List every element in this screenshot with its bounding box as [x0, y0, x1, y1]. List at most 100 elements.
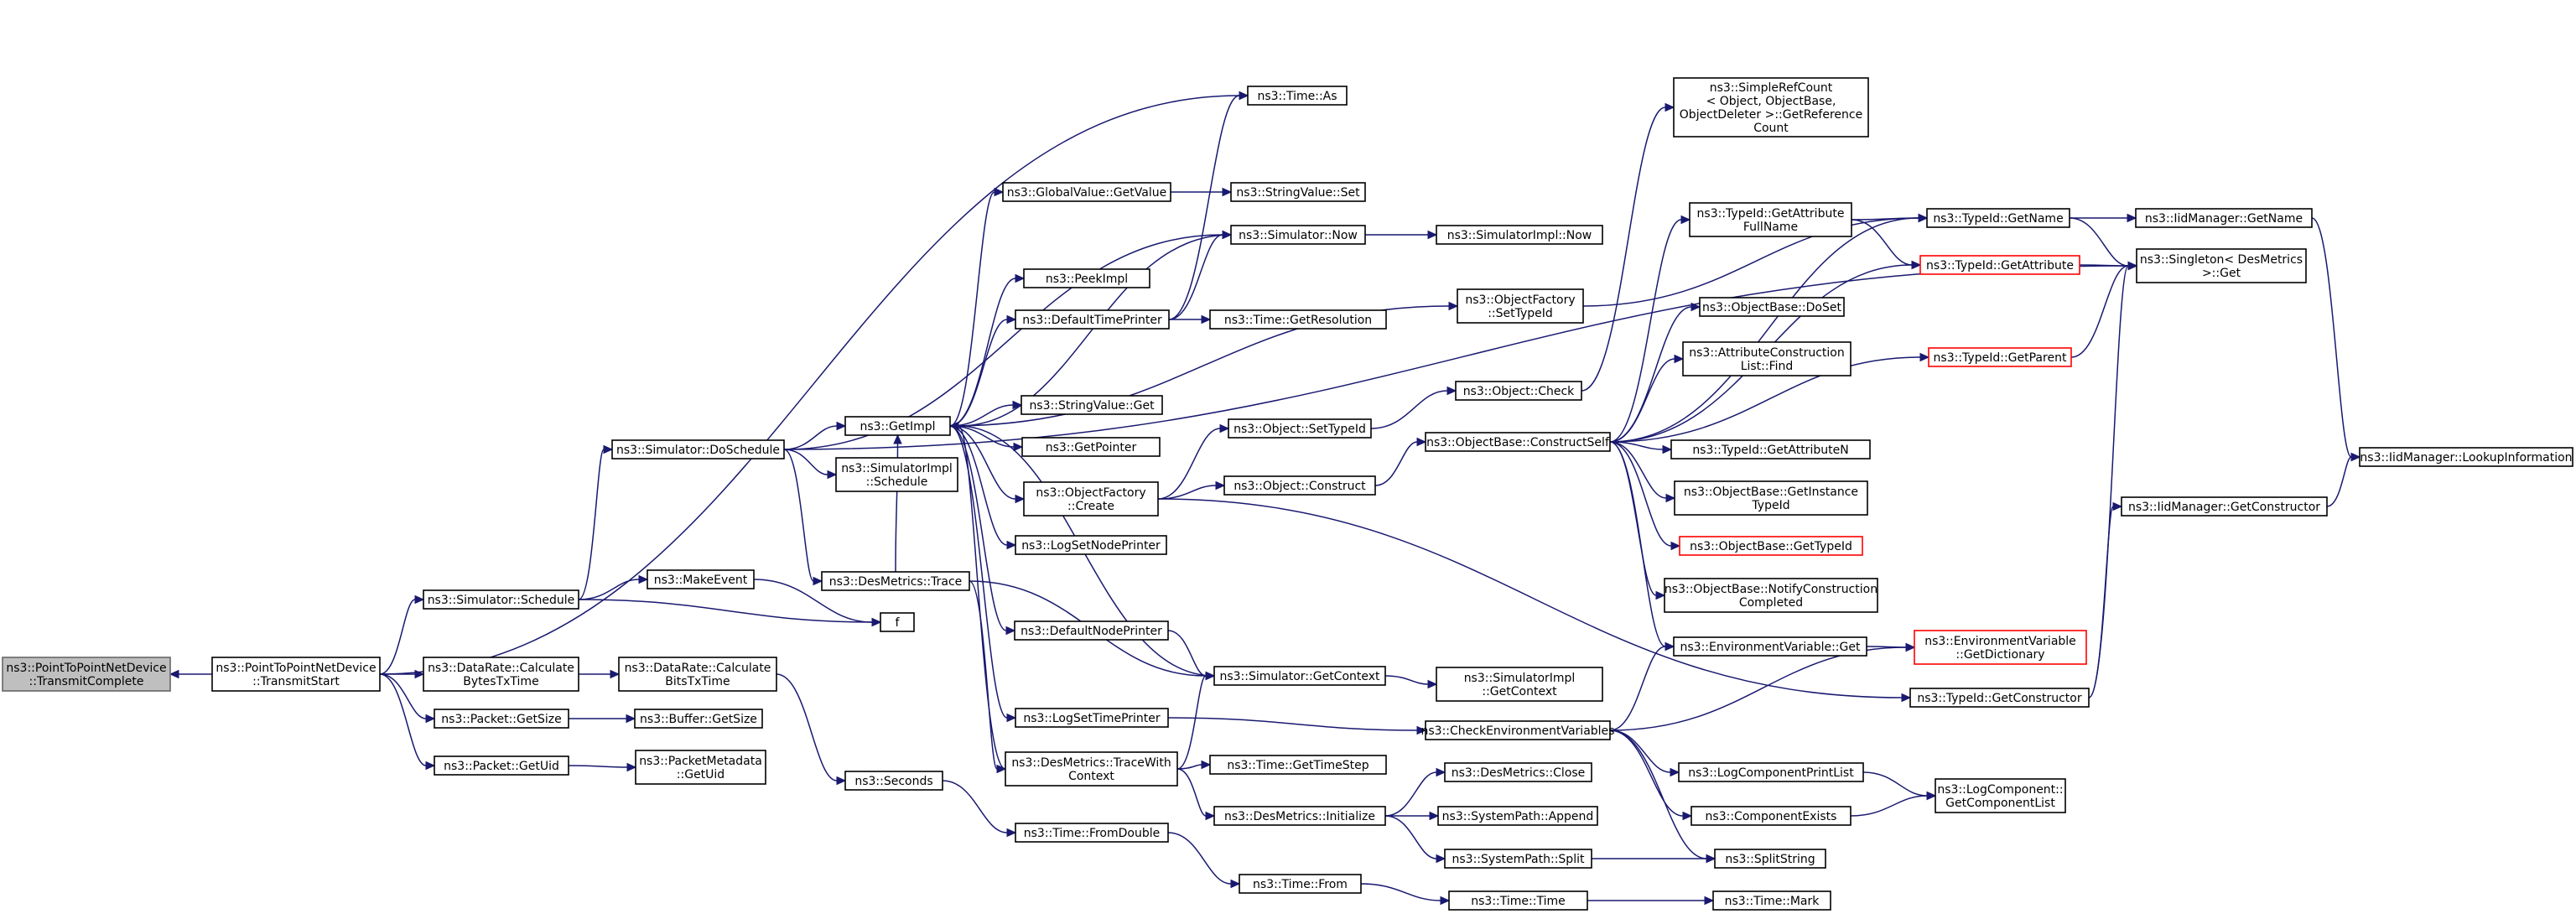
- call-edge: [1370, 386, 1457, 429]
- graph-node[interactable]: ns3::Time::GetTimeStep: [1209, 755, 1387, 775]
- call-edge: [783, 449, 838, 480]
- graph-node[interactable]: ns3::Simulator::GetContext: [1213, 666, 1386, 686]
- edge-layer: [169, 91, 2361, 906]
- graph-node[interactable]: ns3::DefaultTimePrinter: [1015, 309, 1170, 330]
- graph-node[interactable]: ns3::Seconds: [844, 771, 943, 791]
- graph-node[interactable]: ns3::Object::Construct: [1223, 475, 1376, 496]
- node-label: ns3::EnvironmentVariable: [1924, 635, 2076, 648]
- node-box: [1213, 806, 1386, 826]
- graph-node[interactable]: ns3::TypeId::GetAttributeN: [1670, 439, 1871, 460]
- graph-node[interactable]: ns3::IidManager::GetConstructor: [2121, 496, 2328, 517]
- graph-node[interactable]: ns3::DesMetrics::Trace: [821, 571, 970, 591]
- graph-node[interactable]: ns3::SimulatorImpl::Now: [1436, 225, 1603, 245]
- graph-node[interactable]: ns3::Simulator::Schedule: [423, 589, 579, 610]
- node-box: [1928, 347, 2072, 367]
- graph-node[interactable]: ns3::Time::From: [1239, 874, 1362, 894]
- call-edge: [942, 780, 1017, 838]
- graph-node[interactable]: ns3::TypeId::GetConstructor: [1909, 688, 2090, 708]
- node-label: ns3::StringValue::Get: [1029, 399, 1155, 413]
- call-edge: [2070, 213, 2137, 223]
- graph-node[interactable]: ns3::SystemPath::Append: [1437, 806, 1598, 826]
- graph-node[interactable]: ns3::SimpleRefCount< Object, ObjectBase,…: [1673, 77, 1869, 138]
- graph-node[interactable]: ns3::SimulatorImpl::GetContext: [1436, 667, 1603, 702]
- node-box: [1689, 202, 1852, 237]
- graph-node[interactable]: ns3::LogComponent::GetComponentList: [1935, 778, 2066, 813]
- graph-node[interactable]: ns3::TypeId::GetAttribute: [1919, 255, 2080, 275]
- node-box: [844, 771, 943, 791]
- graph-node[interactable]: ns3::StringValue::Set: [1230, 182, 1366, 202]
- graph-node[interactable]: ns3::DefaultNodePrinter: [1014, 620, 1169, 641]
- graph-node[interactable]: ns3::PointToPointNetDevice::TransmitComp…: [2, 657, 171, 692]
- graph-node[interactable]: ns3::Packet::GetSize: [434, 709, 569, 729]
- node-label: ns3::GlobalValue::GetValue: [1007, 186, 1166, 200]
- graph-node[interactable]: ns3::ObjectBase::DoSet: [1699, 297, 1845, 317]
- graph-node[interactable]: ns3::ObjectFactory::Create: [1023, 481, 1159, 517]
- node-label: ns3::Simulator::Schedule: [428, 594, 575, 607]
- graph-node[interactable]: ns3::StringValue::Get: [1021, 395, 1163, 415]
- graph-node[interactable]: ns3::PointToPointNetDevice::TransmitStar…: [211, 657, 381, 692]
- node-label: ns3::PointToPointNetDevice: [216, 662, 376, 675]
- graph-node[interactable]: ns3::GetPointer: [1021, 437, 1161, 457]
- node-box: [1678, 762, 1864, 782]
- graph-node[interactable]: ns3::EnvironmentVariable::Get: [1673, 636, 1867, 657]
- graph-node[interactable]: ns3::Packet::GetUid: [434, 755, 569, 776]
- graph-node[interactable]: ns3::EnvironmentVariable::GetDictionary: [1914, 630, 2087, 665]
- graph-node[interactable]: ns3::Time::Time: [1448, 890, 1588, 911]
- graph-node[interactable]: ns3::PeekImpl: [1023, 268, 1150, 288]
- graph-node[interactable]: ns3::ObjectBase::GetTypeId: [1679, 536, 1863, 556]
- node-label: ns3::TypeId::GetParent: [1934, 351, 2067, 365]
- node-box: [423, 657, 579, 692]
- call-edge: [1157, 498, 1912, 703]
- graph-node[interactable]: ns3::PacketMetadata::GetUid: [635, 750, 766, 785]
- graph-node[interactable]: ns3::Time::As: [1247, 86, 1348, 106]
- graph-node[interactable]: ns3::ObjectBase::ConstructSelf: [1425, 432, 1611, 452]
- node-box: [1673, 636, 1867, 657]
- graph-node[interactable]: ns3::ObjectFactory::SetTypeId: [1457, 288, 1584, 324]
- call-edge: [1609, 729, 1716, 864]
- graph-node[interactable]: ns3::Time::FromDouble: [1015, 823, 1169, 843]
- graph-node[interactable]: ns3::Simulator::DoSchedule: [611, 439, 785, 460]
- graph-node[interactable]: ns3::Object::SetTypeId: [1228, 418, 1372, 439]
- call-edge: [949, 425, 1016, 636]
- graph-node[interactable]: ns3::MakeEvent: [647, 569, 755, 589]
- graph-node[interactable]: ns3::ComponentExists: [1690, 806, 1852, 826]
- graph-node[interactable]: ns3::SystemPath::Split: [1444, 849, 1592, 869]
- graph-node[interactable]: ns3::TypeId::GetName: [1926, 208, 2070, 228]
- graph-node[interactable]: ns3::GetImpl: [844, 416, 951, 436]
- graph-node[interactable]: ns3::DesMetrics::Initialize: [1213, 806, 1386, 826]
- graph-node[interactable]: ns3::CheckEnvironmentVariables: [1421, 720, 1615, 740]
- graph-node[interactable]: ns3::Singleton< DesMetrics>::Get: [2136, 248, 2307, 283]
- call-edge: [949, 425, 1017, 723]
- graph-node[interactable]: ns3::SimulatorImpl::Schedule: [835, 457, 958, 492]
- graph-node[interactable]: ns3::Buffer::GetSize: [634, 709, 763, 729]
- graph-node[interactable]: ns3::LogSetNodePrinter: [1015, 535, 1167, 555]
- graph-node[interactable]: ns3::TypeId::GetParent: [1928, 347, 2072, 367]
- node-box: [1690, 806, 1852, 826]
- graph-node[interactable]: ns3::Time::Mark: [1712, 890, 1831, 911]
- graph-node[interactable]: ns3::LogComponentPrintList: [1678, 762, 1864, 782]
- node-label: ns3::Simulator::GetContext: [1219, 670, 1380, 683]
- call-edge: [379, 91, 1249, 675]
- graph-node[interactable]: f: [880, 612, 915, 632]
- call-edge: [1587, 896, 1715, 906]
- call-edge: [1176, 671, 1216, 770]
- graph-node[interactable]: ns3::Object::Check: [1455, 381, 1582, 401]
- graph-node[interactable]: ns3::Time::GetResolution: [1209, 309, 1387, 330]
- graph-node[interactable]: ns3::SplitString: [1714, 849, 1826, 869]
- graph-node[interactable]: ns3::ObjectBase::NotifyConstructionCompl…: [1664, 578, 1878, 613]
- graph-node[interactable]: ns3::GlobalValue::GetValue: [1002, 182, 1171, 202]
- graph-node[interactable]: ns3::IidManager::LookupInformation: [2359, 447, 2573, 467]
- node-label: Completed: [1739, 596, 1803, 610]
- graph-node[interactable]: ns3::LogSetTimePrinter: [1015, 708, 1169, 728]
- graph-node[interactable]: ns3::DesMetrics::Close: [1444, 762, 1592, 782]
- node-label: ns3::DefaultNodePrinter: [1021, 625, 1162, 638]
- node-box: [434, 755, 569, 776]
- graph-node[interactable]: ns3::Simulator::Now: [1230, 225, 1366, 245]
- graph-node[interactable]: ns3::IidManager::GetName: [2135, 208, 2313, 228]
